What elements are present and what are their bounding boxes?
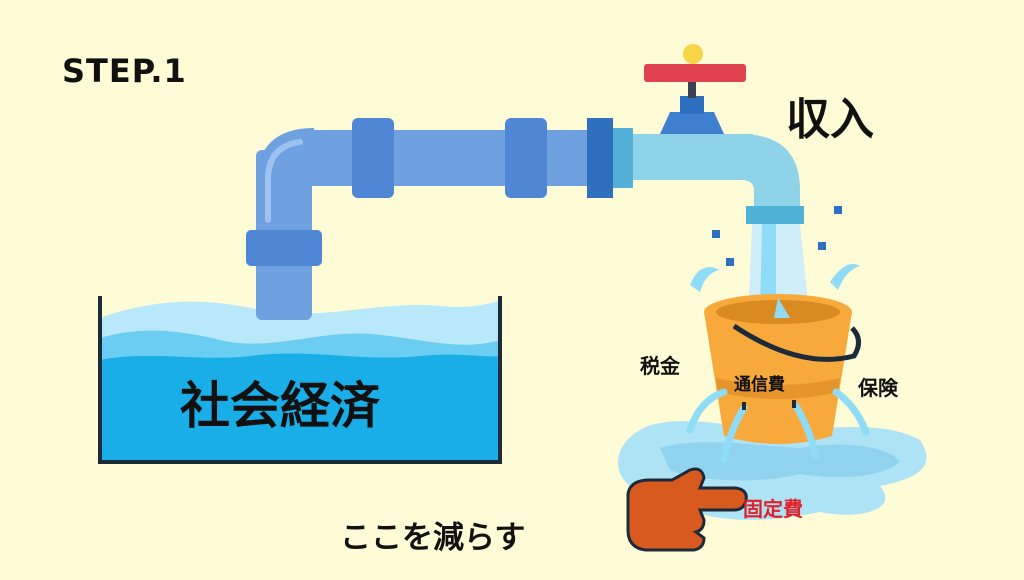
reduce-label: ここを減らす — [340, 520, 526, 556]
pipe — [246, 118, 633, 320]
water-tank — [98, 296, 502, 464]
leak-streams — [686, 388, 870, 464]
pointing-hand-icon — [626, 467, 748, 552]
fixed-cost-label: 固定費 — [743, 497, 803, 521]
tax-label: 税金 — [640, 354, 680, 378]
insurance-label: 保険 — [858, 376, 898, 400]
step-label: STEP.1 — [62, 52, 187, 90]
communication-label: 通信費 — [734, 375, 785, 395]
faucet — [633, 44, 804, 224]
bucket — [704, 294, 861, 444]
economy-label: 社会経済 — [180, 377, 380, 435]
income-label: 収入 — [786, 94, 874, 145]
